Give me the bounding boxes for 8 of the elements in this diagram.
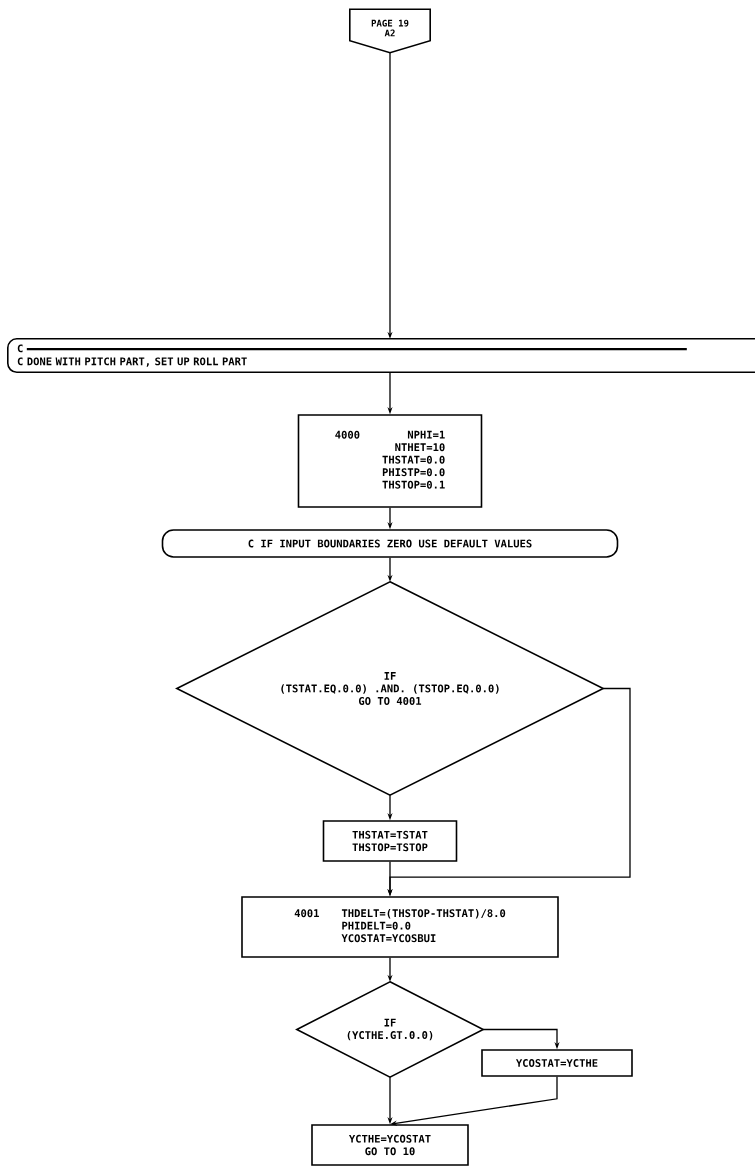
comment-band: C C DONE WITH PITCH PART, SET UP ROLL PART [7, 338, 755, 373]
process-box: YCTHE=YCOSTAT GO TO 10 [311, 1124, 469, 1166]
process-box: THSTAT=TSTAT THSTOP=TSTOP [322, 820, 458, 862]
process-box: 4000 NPHI=1 NTHET=10 THSTAT=0.0 PHISTP=0.0 THSTOP=0.1 [297, 414, 483, 508]
process-box: YCOSTAT=YCTHE [481, 1049, 633, 1077]
comment-box: C IF INPUT BOUNDARIES ZERO USE DEFAULT VALUES [161, 529, 619, 558]
process-box: 4001 THDELT=(THSTOP-THSTAT)/8.0 PHIDELT=0.0 YCOSTAT=YCOSBUI [241, 896, 559, 958]
off-page-connector: PAGE 19 A2 [349, 8, 431, 54]
